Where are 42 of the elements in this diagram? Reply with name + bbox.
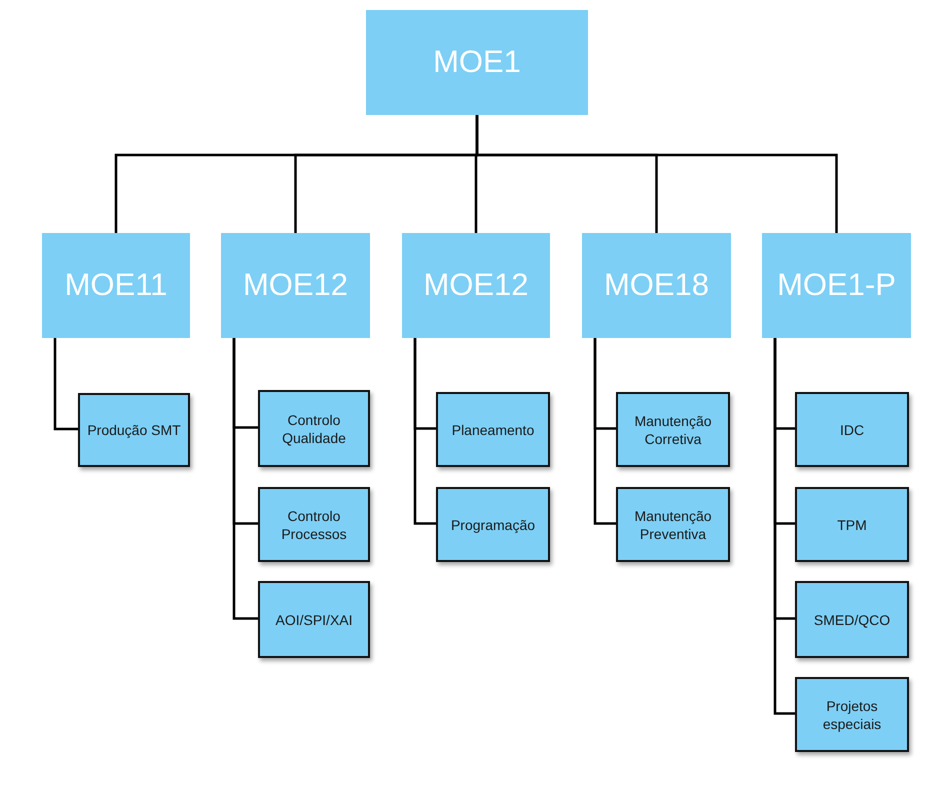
connector-line [774, 338, 795, 715]
connector-line [54, 338, 78, 430]
box-label: MOE1 [433, 43, 521, 82]
unit-box [78, 393, 190, 467]
unit-box [258, 390, 370, 467]
department-box [582, 233, 731, 338]
box-label: MOE11 [64, 266, 168, 304]
box-label: Planeamento [452, 420, 534, 438]
connector-line [232, 338, 258, 620]
box-label: MOE18 [604, 266, 710, 304]
department-box [402, 233, 550, 338]
unit-box [795, 677, 909, 752]
department-box [221, 233, 370, 338]
box-label: TPM [837, 516, 867, 534]
box-label: MOE1-P [777, 266, 896, 304]
unit-box [616, 487, 730, 562]
box-label: MOE12 [423, 266, 529, 304]
unit-box [795, 487, 909, 562]
box-label: SMED/QCO [814, 610, 890, 628]
box-label: Controlo Processos [280, 506, 348, 542]
box-label: Projetos especiais [822, 696, 882, 732]
department-box [42, 233, 190, 338]
box-label: AOI/SPI/XAI [275, 610, 353, 628]
unit-box [258, 487, 370, 562]
department-box [762, 233, 911, 338]
box-label: Controlo Qualidade [281, 410, 347, 446]
connector-line [414, 338, 436, 525]
unit-box [795, 392, 909, 467]
connector-line [476, 115, 838, 233]
box-label: Produção SMT [87, 421, 181, 439]
unit-box [795, 581, 909, 658]
box-label: MOE12 [242, 266, 348, 304]
unit-box [616, 392, 730, 467]
unit-box [436, 392, 550, 467]
box-label: Programação [450, 516, 536, 534]
unit-box [258, 581, 370, 658]
unit-box [436, 487, 550, 562]
box-label: Manutenção Corretiva [633, 412, 713, 448]
box-label: IDC [840, 420, 864, 438]
connector-line [594, 338, 616, 525]
department-box [366, 10, 588, 115]
box-label: Manutenção Preventiva [633, 506, 713, 542]
